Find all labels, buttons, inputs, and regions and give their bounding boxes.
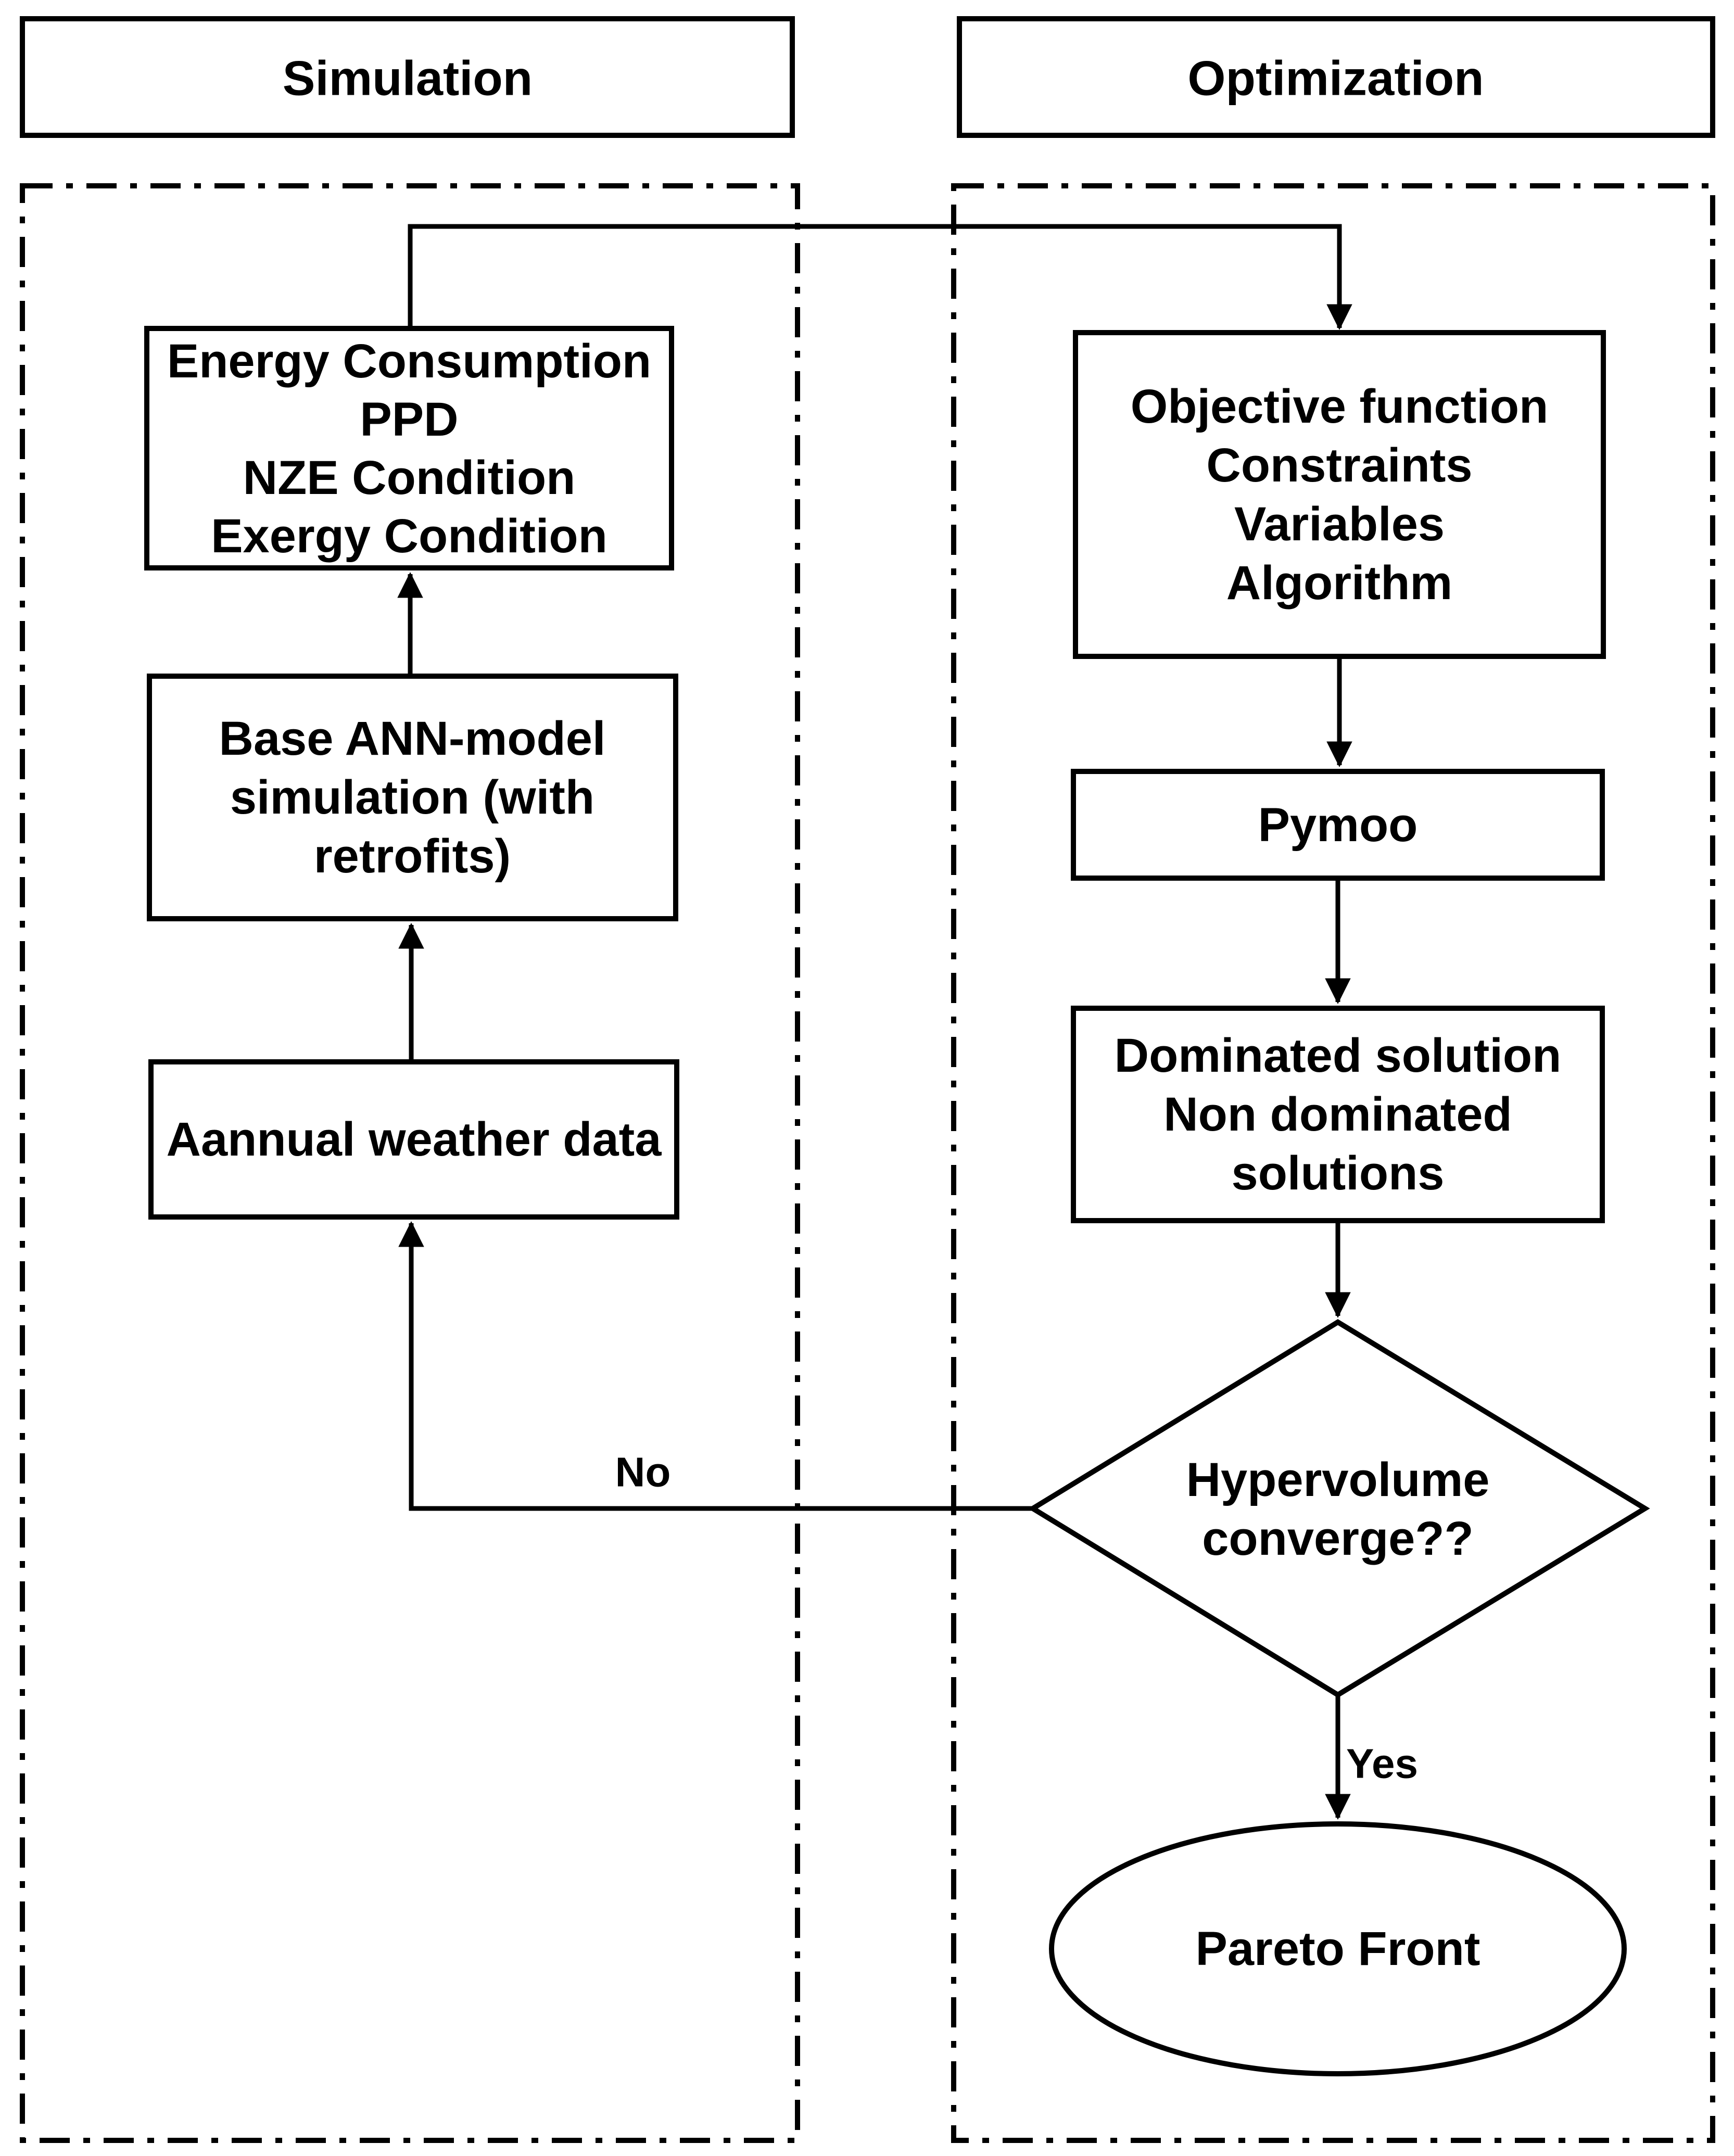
solutions-line-1: Dominated solution bbox=[1115, 1029, 1562, 1082]
yes-edge-label: Yes bbox=[1346, 1741, 1418, 1787]
solutions-box bbox=[1071, 1006, 1605, 1223]
edge-no-loop bbox=[398, 1221, 1033, 1511]
solutions-line-2: Non dominated bbox=[1163, 1088, 1512, 1141]
simulation-header-label: Simulation bbox=[283, 51, 533, 106]
ann-model-node: Base ANN-model simulation (with retrofit… bbox=[147, 674, 678, 921]
ann-model-line-3: retrofits) bbox=[314, 830, 511, 883]
simulation-header-box bbox=[20, 16, 795, 138]
pareto-line-1: Pareto Front bbox=[1196, 1922, 1480, 1975]
ann-model-box bbox=[147, 674, 678, 921]
results-line-2: PPD bbox=[360, 393, 458, 446]
solutions-node: Dominated solution Non dominated solutio… bbox=[1071, 1006, 1605, 1223]
weather-node: Aannual weather data bbox=[148, 1059, 679, 1220]
convergence-line-2: converge?? bbox=[1202, 1512, 1473, 1565]
ann-model-line-2: simulation (with bbox=[230, 771, 594, 824]
optimization-region-frame bbox=[951, 183, 1715, 2143]
pareto-terminal-node: Pareto Front bbox=[1049, 1821, 1627, 2076]
problem-setup-box bbox=[1073, 330, 1606, 659]
convergence-decision-diamond bbox=[1028, 1319, 1650, 1698]
optimization-header-box bbox=[957, 16, 1715, 138]
solutions-line-3: solutions bbox=[1232, 1147, 1445, 1200]
simulation-header: Simulation bbox=[20, 16, 795, 138]
weather-line-1: Aannual weather data bbox=[167, 1113, 662, 1166]
simulation-region-frame bbox=[20, 183, 800, 2143]
convergence-decision-node: Hypervolume converge?? bbox=[1028, 1319, 1650, 1698]
results-node: Energy Consumption PPD NZE Condition Exe… bbox=[144, 326, 674, 570]
results-box bbox=[144, 326, 674, 570]
problem-setup-line-3: Variables bbox=[1234, 498, 1445, 551]
problem-setup-line-1: Objective function bbox=[1131, 380, 1549, 433]
results-line-4: Exergy Condition bbox=[211, 510, 607, 563]
pareto-terminal-ellipse bbox=[1049, 1821, 1627, 2076]
no-edge-label: No bbox=[615, 1449, 671, 1495]
problem-setup-line-4: Algorithm bbox=[1226, 556, 1452, 610]
edge-results-to-problem-setup bbox=[408, 224, 1352, 330]
optimization-header: Optimization bbox=[957, 16, 1715, 138]
convergence-line-1: Hypervolume bbox=[1186, 1453, 1490, 1506]
results-line-1: Energy Consumption bbox=[167, 335, 651, 388]
optimization-header-label: Optimization bbox=[1187, 51, 1484, 106]
pymoo-box bbox=[1071, 769, 1605, 881]
problem-setup-node: Objective function Constraints Variables… bbox=[1073, 330, 1606, 659]
problem-setup-line-2: Constraints bbox=[1206, 439, 1472, 492]
pymoo-line-1: Pymoo bbox=[1258, 798, 1418, 852]
pymoo-node: Pymoo bbox=[1071, 769, 1605, 881]
weather-box bbox=[148, 1059, 679, 1220]
ann-model-line-1: Base ANN-model bbox=[219, 712, 606, 765]
results-line-3: NZE Condition bbox=[243, 451, 576, 504]
